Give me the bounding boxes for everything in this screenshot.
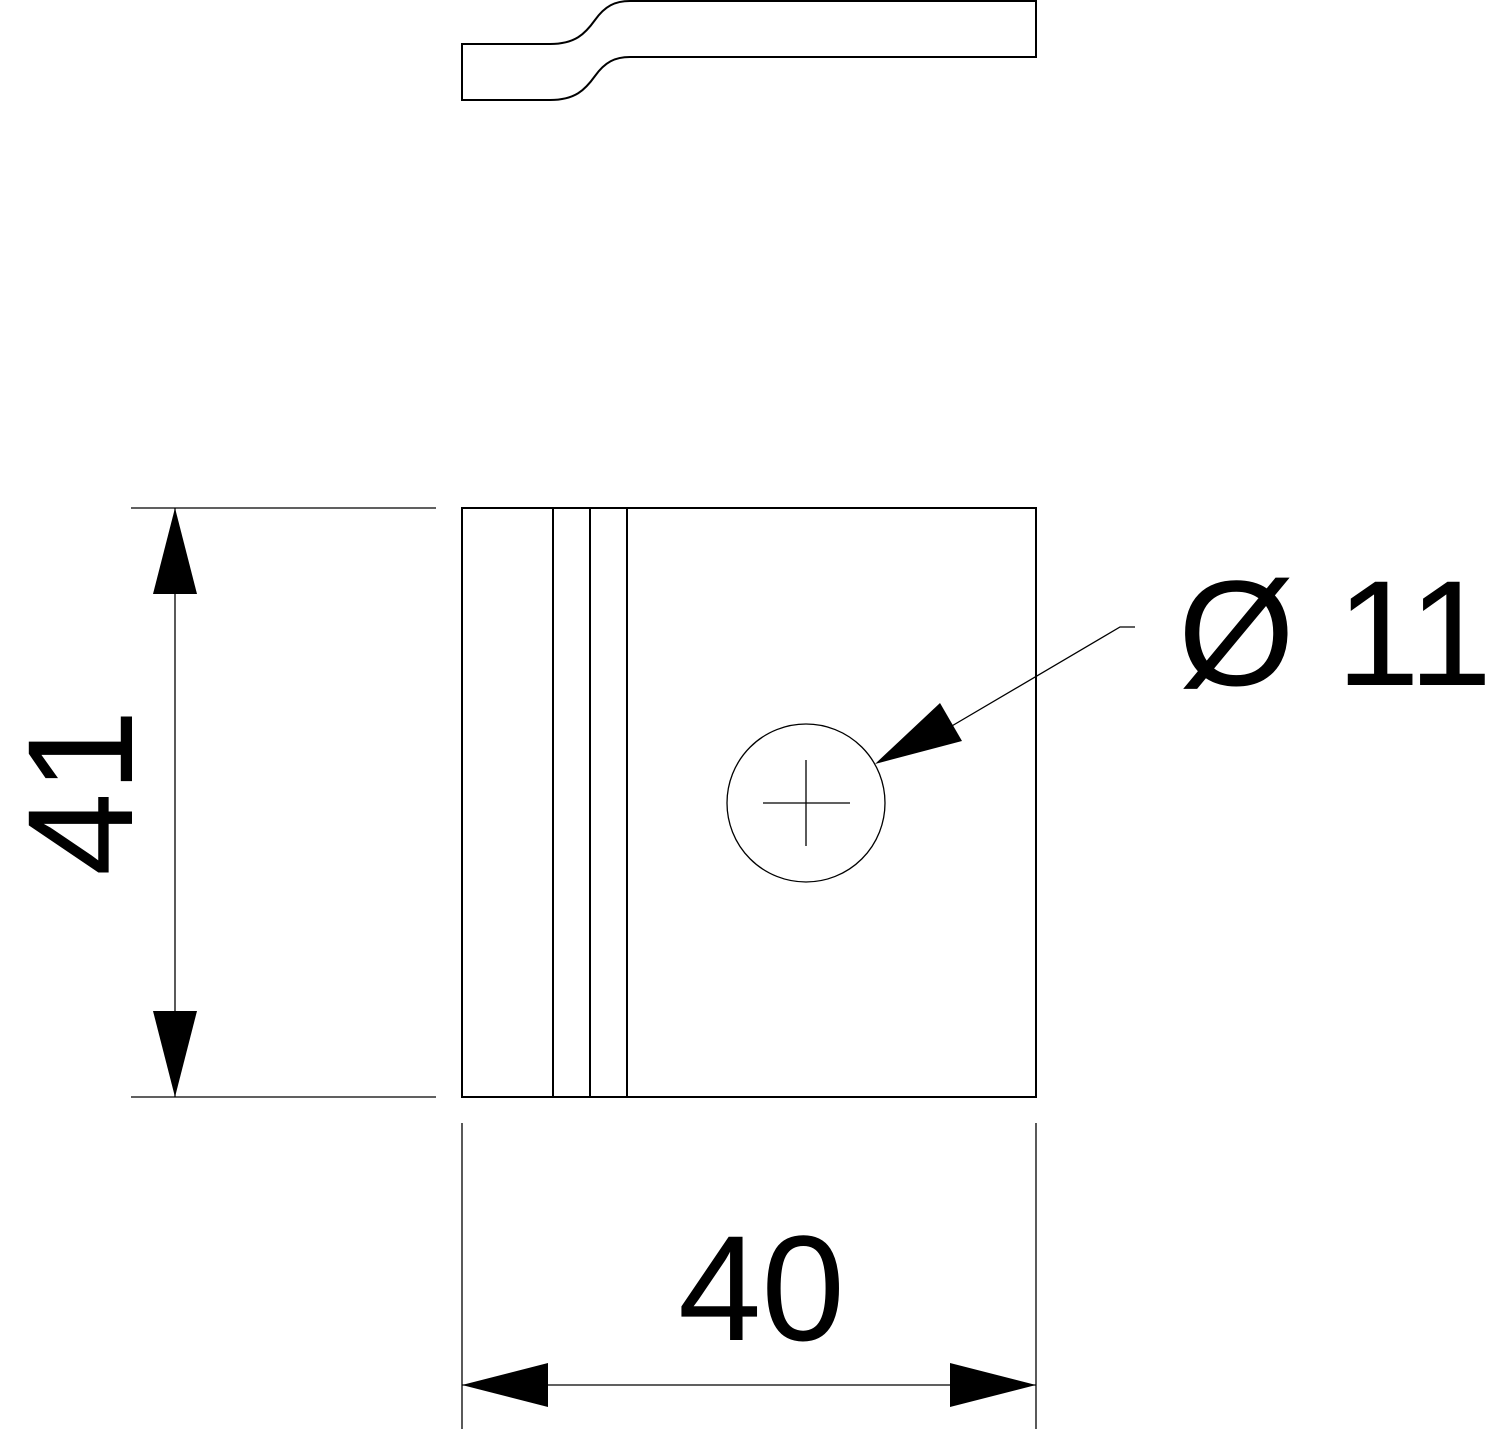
arrow-up-icon [153, 508, 197, 594]
arrow-left-icon [462, 1363, 548, 1407]
side-profile-view [461, 0, 1037, 101]
leader-arrow-icon [875, 703, 962, 764]
hole-diameter-label: Ø 11 [1178, 549, 1492, 717]
arrow-right-icon [950, 1363, 1036, 1407]
arrow-down-icon [153, 1011, 197, 1097]
front-view-plate [461, 507, 1037, 1098]
hole-leader-line [944, 626, 1135, 731]
height-dimension-label: 41 [0, 709, 164, 876]
width-dimension-label: 40 [678, 1204, 845, 1372]
mounting-hole [726, 723, 886, 883]
